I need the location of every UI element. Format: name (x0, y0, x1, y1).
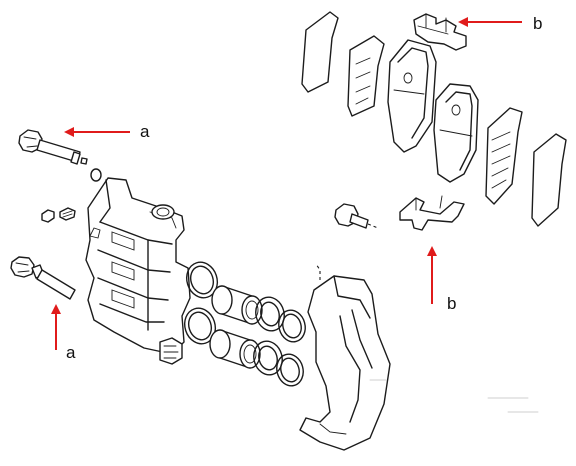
piston-boot-upper (255, 296, 306, 343)
dust-boot (159, 337, 183, 365)
piston-boot-lower (253, 340, 304, 387)
piston-seal-lower (183, 307, 217, 345)
pad-shim-inner-2 (531, 133, 567, 227)
pad-clip-lower (399, 195, 465, 231)
brake-pad-outer (387, 39, 437, 153)
caliper-bracket (299, 263, 391, 451)
piston-upper (211, 285, 263, 325)
piston-lower (209, 329, 261, 369)
piston-seal-upper (185, 261, 219, 299)
callout-label-b-upper: b (533, 14, 542, 33)
bleeder-screw (41, 207, 76, 223)
pad-shim-outer-2 (347, 35, 385, 117)
bracket-bolt (334, 203, 379, 229)
upper-guide-pin (18, 129, 88, 165)
lower-guide-pin (10, 256, 76, 300)
pad-clip-upper (413, 13, 467, 51)
callout-label-a-lower: a (66, 343, 76, 362)
callout-label-b-lower: b (447, 294, 456, 313)
pin-sleeve (90, 168, 102, 182)
pad-shim-outer-1 (301, 11, 339, 93)
brake-pad-inner (433, 83, 479, 183)
pad-shim-inner-1 (485, 107, 523, 205)
caliper-body (85, 177, 191, 355)
callout-label-a-upper: a (140, 122, 150, 141)
